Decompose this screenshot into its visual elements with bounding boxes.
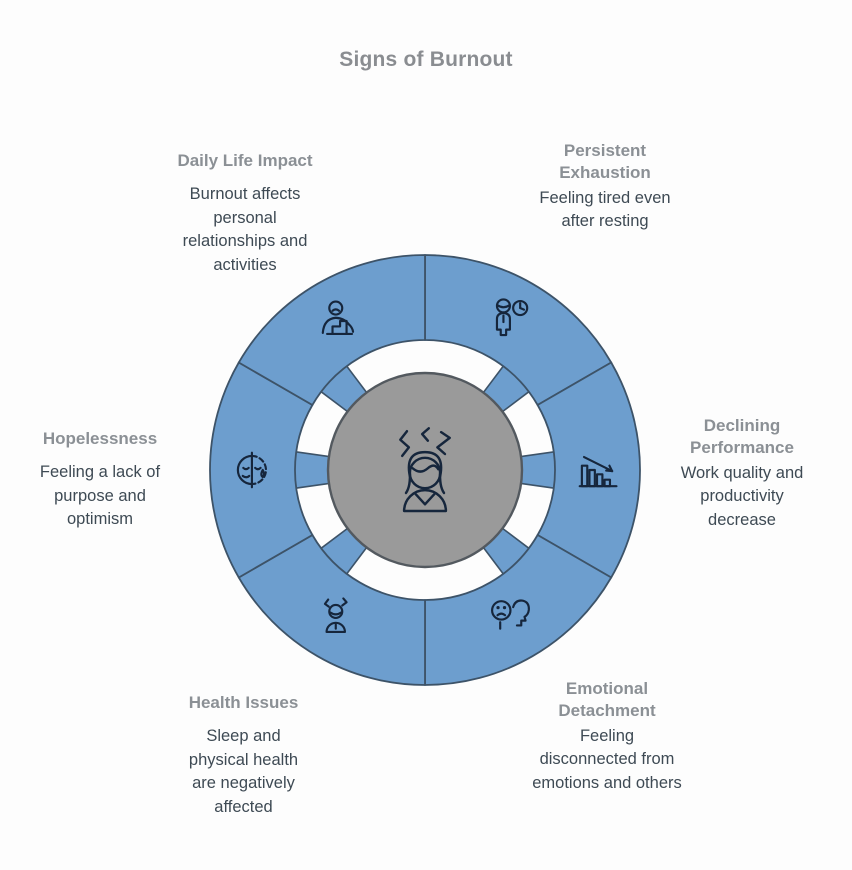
label-daily-life-impact: Daily Life Impact Burnout affects person… [170,150,320,278]
tired-person-clock-icon [495,298,529,337]
segment-description: Feeling disconnected from emotions and o… [532,726,682,793]
segment-description: Feeling tired even after resting [539,188,671,231]
label-health-issues: Health Issues Sleep and physical health … [181,692,306,820]
segment-heading: Persistent Exhaustion [559,141,651,182]
label-emotional-detachment: Emotional Detachment Feeling disconnecte… [532,678,682,796]
page-title: Signs of Burnout [339,48,513,71]
label-persistent-exhaustion: Persistent Exhaustion Feeling tired even… [530,140,680,234]
sad-person-at-desk-icon [321,300,355,336]
stressed-person-icon [399,427,451,513]
segment-heading: Emotional Detachment [558,679,656,720]
sad-face-head-profile-icon [491,599,530,630]
label-declining-performance: Declining Performance Work quality and p… [667,415,817,533]
segment-heading: Declining Performance [690,416,794,457]
segment-description: Work quality and productivity decrease [680,463,804,530]
segment-heading: Hopelessness [42,429,158,448]
segment-heading: Health Issues [188,693,299,712]
label-hopelessness: Hopelessness Feeling a lack of purpose a… [30,428,170,532]
segment-description: Burnout affects personal relationships a… [182,184,308,274]
split-sad-face-teardrop-icon [236,451,267,489]
segment-description: Feeling a lack of purpose and optimism [39,462,161,529]
segment-description: Sleep and physical health are negatively… [188,726,299,816]
declining-bar-chart-icon [578,455,618,488]
stressed-small-person-icon [323,597,348,634]
segment-heading: Daily Life Impact [177,151,313,170]
